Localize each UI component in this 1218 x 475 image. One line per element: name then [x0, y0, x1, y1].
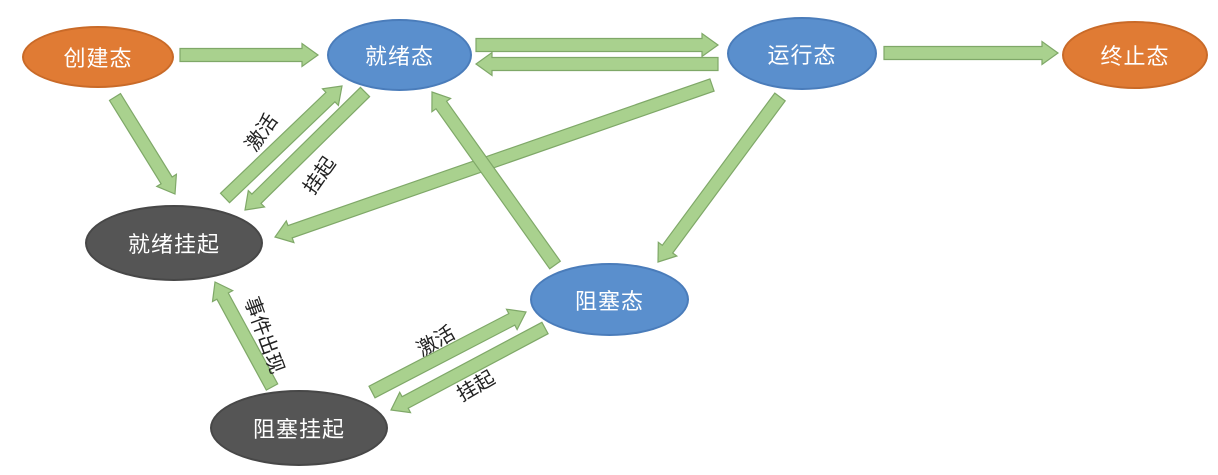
node-create: 创建态	[22, 26, 174, 88]
arrow-running-to-ready	[474, 51, 719, 77]
arrow-blocked-suspended-to-blocked	[368, 308, 527, 399]
node-ready: 就绪态	[327, 19, 472, 91]
arrow-blocked-to-blocked-suspended	[390, 321, 549, 414]
arrow-blocked-suspended-to-ready-suspended	[211, 281, 279, 391]
arrow-create-to-ready-suspended	[108, 92, 178, 195]
arrow-ready-suspended-to-ready	[219, 85, 343, 204]
node-ready-suspended: 就绪挂起	[85, 205, 263, 281]
node-running: 运行态	[727, 17, 877, 90]
arrow-ready-to-running	[475, 32, 720, 58]
node-ready-suspended-label: 就绪挂起	[127, 233, 220, 258]
node-create-label: 创建态	[63, 47, 133, 72]
node-terminated: 终止态	[1062, 21, 1208, 89]
arrow-ready-to-ready-suspended	[244, 86, 371, 211]
node-blocked: 阻塞态	[530, 263, 689, 336]
node-blocked-label: 阻塞态	[574, 289, 644, 315]
node-blocked-suspended: 阻塞挂起	[210, 390, 388, 466]
arrow-create-to-ready	[179, 42, 320, 68]
node-ready-label: 就绪态	[364, 45, 434, 70]
node-terminated-label: 终止态	[1100, 45, 1170, 70]
node-running-label: 运行态	[767, 43, 837, 69]
node-blocked-suspended-label: 阻塞挂起	[252, 418, 345, 443]
arrow-running-to-terminated	[883, 40, 1060, 66]
arrow-blocked-to-ready	[431, 91, 562, 270]
arrow-running-to-ready-suspended	[274, 78, 715, 244]
arrow-running-to-blocked	[657, 92, 787, 263]
